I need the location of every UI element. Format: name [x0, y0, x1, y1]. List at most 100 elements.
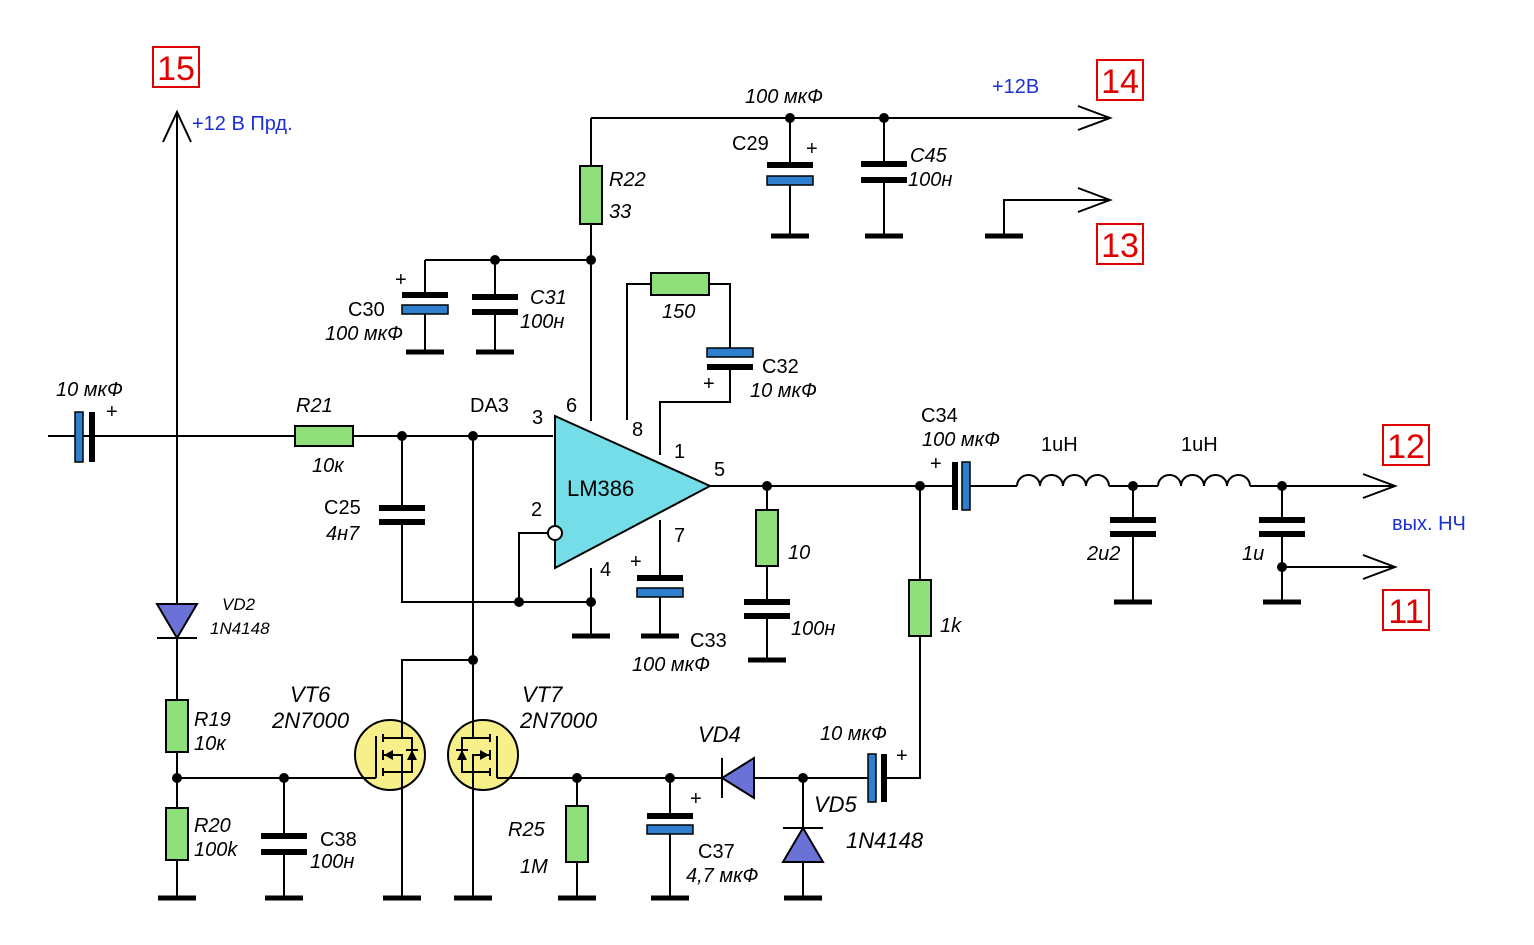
arrow-12 — [1362, 473, 1398, 499]
label-r21-val: 10к — [312, 455, 345, 477]
label-r25-ref: R25 — [508, 819, 546, 841]
svg-text:15: 15 — [157, 50, 195, 88]
capacitor-c29 — [766, 175, 814, 186]
label-c34-ref: C34 — [921, 405, 958, 427]
label-r21-ref: R21 — [296, 395, 333, 417]
connector-12: 12 — [1382, 424, 1430, 466]
arrow-13 — [1077, 187, 1113, 213]
label-r22-ref: R22 — [609, 169, 646, 191]
label-c31-ref: C31 — [530, 287, 567, 309]
capacitors — [74, 161, 1305, 855]
resistor-r20 — [165, 807, 189, 861]
svg-text:13: 13 — [1101, 227, 1139, 265]
label-c31-val: 100н — [520, 311, 564, 333]
label-c100n-val: 100н — [791, 618, 835, 640]
inductor-l1 — [1016, 474, 1110, 487]
label-vt7-val: 2N7000 — [519, 708, 598, 733]
label-r20-val: 100k — [194, 839, 238, 861]
label-c45-ref: C45 — [910, 145, 948, 167]
arrow-up-tx12 — [162, 109, 192, 143]
connector-11: 11 — [1382, 589, 1430, 631]
pin-5: 5 — [714, 459, 725, 481]
mosfet-vt7 — [447, 719, 519, 791]
label-c1u-val: 1u — [1242, 543, 1264, 565]
junction-dots — [172, 113, 1287, 783]
label-vd4-ref: VD4 — [698, 722, 741, 747]
label-c33-ref: C33 — [690, 630, 727, 652]
net-label-12v: +12В — [992, 76, 1039, 98]
label-c33-val: 100 мкФ — [632, 654, 710, 676]
inverting-input-bubble — [547, 525, 563, 541]
capacitor-c37 — [646, 824, 694, 835]
svg-text:14: 14 — [1101, 63, 1139, 101]
net-label-out: вых. НЧ — [1392, 513, 1466, 535]
label-c32-ref: C32 — [762, 356, 799, 378]
label-c37-ref: C37 — [698, 841, 735, 863]
label-r25-val: 1M — [520, 856, 548, 878]
net-label-tx12: +12 В Прд. — [192, 113, 293, 135]
label-c32-val: 10 мкФ — [750, 380, 817, 402]
plus-c10u: + — [896, 745, 908, 767]
svg-text:12: 12 — [1387, 428, 1425, 466]
label-r19-ref: R19 — [194, 709, 231, 731]
label-c34-val: 100 мкФ — [922, 429, 1000, 451]
pin-4: 4 — [600, 559, 611, 581]
pin-7: 7 — [674, 525, 685, 547]
component-labels: 10 мкФ + R21 10к R22 33 100 мкФ C29 + C4… — [56, 86, 1264, 887]
plus-c32: + — [703, 373, 715, 395]
diode-vd2 — [155, 603, 199, 640]
capacitor-c34 — [961, 461, 971, 511]
label-r10-val: 10 — [788, 542, 810, 564]
pin-1: 1 — [674, 441, 685, 463]
inductor-l2 — [1157, 474, 1251, 487]
arrow-11 — [1362, 554, 1398, 580]
capacitor-c33 — [636, 587, 684, 598]
label-c25-val: 4н7 — [326, 523, 360, 545]
plus-c33: + — [630, 551, 642, 573]
inductors — [1016, 474, 1251, 487]
pin-2: 2 — [531, 499, 542, 521]
pin-8: 8 — [632, 419, 643, 441]
resistor-r25 — [565, 805, 589, 863]
plus-c34: + — [930, 453, 942, 475]
diode-vd5 — [781, 826, 825, 863]
plus-c29: + — [806, 138, 818, 160]
label-vd2-val: 1N4148 — [210, 619, 270, 638]
resistor-10 — [755, 509, 779, 567]
pin-6: 6 — [566, 395, 577, 417]
capacitor-input — [74, 411, 84, 463]
label-r150-val: 150 — [662, 301, 695, 323]
resistor-r19 — [165, 699, 189, 753]
label-l2-val: 1uH — [1181, 434, 1218, 456]
label-c37-val: 4,7 мкФ — [686, 865, 759, 887]
capacitor-c30 — [401, 304, 449, 315]
label-vt6-ref: VT6 — [290, 682, 331, 707]
resistor-1k — [908, 579, 932, 637]
capacitor-c32 — [706, 347, 754, 358]
connector-14: 14 — [1096, 59, 1144, 101]
label-r22-val: 33 — [609, 201, 631, 223]
plus-c30: + — [395, 269, 407, 291]
label-c30-val: 100 мкФ — [325, 323, 403, 345]
plus-cin: + — [106, 401, 118, 423]
resistor-r22 — [579, 165, 603, 225]
pin-3: 3 — [532, 407, 543, 429]
label-l1-val: 1uH — [1041, 434, 1078, 456]
label-c29-ref: C29 — [732, 133, 769, 155]
label-vd5-val: 1N4148 — [846, 828, 924, 853]
label-c2u2-val: 2u2 — [1086, 543, 1120, 565]
label-r1k-val: 1k — [940, 615, 962, 637]
label-vd2-ref: VD2 — [222, 595, 256, 614]
label-c30-ref: C30 — [348, 299, 385, 321]
label-c25-ref: C25 — [324, 497, 361, 519]
label-r20-ref: R20 — [194, 815, 231, 837]
arrow-14 — [1077, 105, 1113, 131]
label-vt6-val: 2N7000 — [271, 708, 350, 733]
label-vt7-ref: VT7 — [522, 682, 563, 707]
label-c10u-val: 10 мкФ — [820, 723, 887, 745]
label-c45-val: 100н — [908, 169, 952, 191]
opamp-lm386 — [547, 414, 713, 570]
ground-symbols — [158, 233, 1301, 901]
label-cin-val: 10 мкФ — [56, 379, 123, 401]
